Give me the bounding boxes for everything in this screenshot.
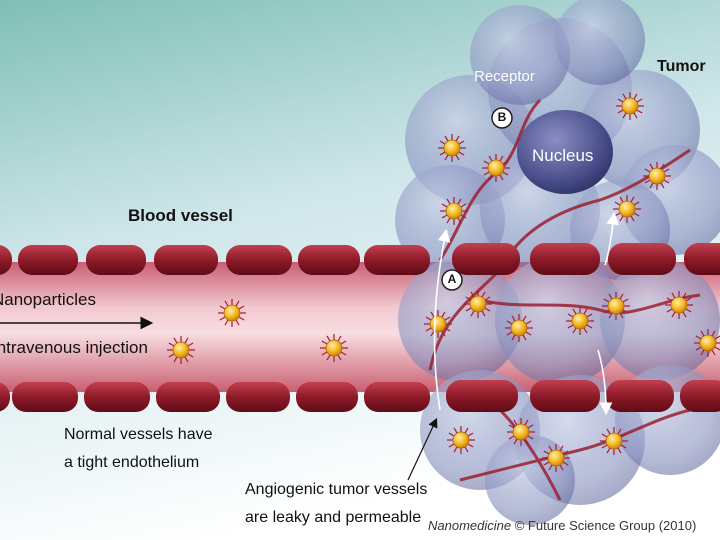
nucleus-label: Nucleus [532, 146, 594, 165]
endothelial-cell-icon [296, 382, 358, 412]
endothelial-cell-icon [684, 243, 720, 275]
intravenous-injection-label: Intravenous injection [0, 338, 148, 357]
nanoparticle-icon [694, 329, 720, 357]
endothelial-cell-icon [446, 380, 518, 412]
angiogenic-vessels-line1: Angiogenic tumor vessels [245, 481, 428, 498]
credit-line: Nanomedicine © Future Science Group (201… [428, 518, 696, 533]
tumor-label: Tumor [657, 58, 706, 75]
credit-rest: © Future Science Group (2010) [511, 518, 697, 533]
endothelial-cell-icon [18, 245, 78, 275]
nanoparticle-icon [505, 314, 533, 342]
endothelial-cell-icon [84, 382, 150, 412]
nanoparticle-icon [643, 162, 671, 190]
endothelial-cell-icon [364, 382, 430, 412]
nanoparticle-icon [167, 336, 195, 364]
endothelial-cell-icon [154, 245, 218, 275]
arrow-up-icon [433, 228, 451, 411]
endothelial-cell-icon [0, 382, 10, 412]
marker-a [441, 269, 463, 291]
angiogenic-vessels-line2: are leaky and permeable [245, 509, 422, 526]
nanoparticle-icon [320, 334, 348, 362]
endothelial-cell-icon [12, 382, 78, 412]
nanoparticle-icon [218, 299, 246, 327]
blood-vessel-label: Blood vessel [128, 206, 233, 225]
vessel-wall-bottom [0, 380, 720, 412]
endothelial-cell-icon [608, 243, 676, 275]
credit-journal: Nanomedicine [428, 518, 512, 533]
nanoparticle-icon [482, 154, 510, 182]
nanoparticle-icon [447, 426, 475, 454]
endothelial-cell-icon [298, 245, 360, 275]
endothelial-cell-icon [680, 380, 720, 412]
normal-vessels-line1: Normal vessels have [64, 426, 213, 443]
endothelial-cell-icon [530, 380, 600, 412]
endothelial-cell-icon [364, 245, 430, 275]
nanoparticle-icon [566, 307, 594, 335]
nanoparticle-icon [542, 444, 570, 472]
receptor-label: Receptor [474, 68, 535, 85]
marker-b-label: B [497, 110, 507, 124]
nanoparticle-icon [464, 290, 492, 318]
nucleus [517, 110, 613, 194]
nanoparticle-icon [602, 292, 630, 320]
endothelial-cell-icon [530, 243, 600, 275]
endothelial-cell-icon [0, 245, 12, 275]
nanoparticles [167, 92, 720, 472]
arrow-up-icon [604, 211, 620, 266]
nanoparticles-label: Nanoparticles [0, 290, 96, 309]
marker-a-label: A [447, 272, 457, 286]
nanoparticle-icon [600, 427, 628, 455]
marker-b [491, 107, 513, 129]
callout-line [407, 417, 438, 481]
nanoparticle-icon [665, 291, 693, 319]
endothelial-cell-icon [156, 382, 220, 412]
nanoparticle-icon [440, 197, 468, 225]
endothelial-cell-icon [606, 380, 674, 412]
vessel-wall-top [0, 243, 720, 275]
nanoparticle-icon [613, 195, 641, 223]
endothelial-cell-icon [226, 382, 290, 412]
normal-vessels-line2: a tight endothelium [64, 454, 200, 471]
endothelial-cell-icon [452, 243, 520, 275]
nanoparticle-icon [616, 92, 644, 120]
nanoparticle-icon [438, 134, 466, 162]
endothelial-cell-icon [226, 245, 292, 275]
endothelial-cell-icon [86, 245, 146, 275]
nanoparticle-icon [507, 418, 535, 446]
arrow-down-icon [597, 349, 613, 416]
extravasation-arrows [433, 211, 620, 416]
